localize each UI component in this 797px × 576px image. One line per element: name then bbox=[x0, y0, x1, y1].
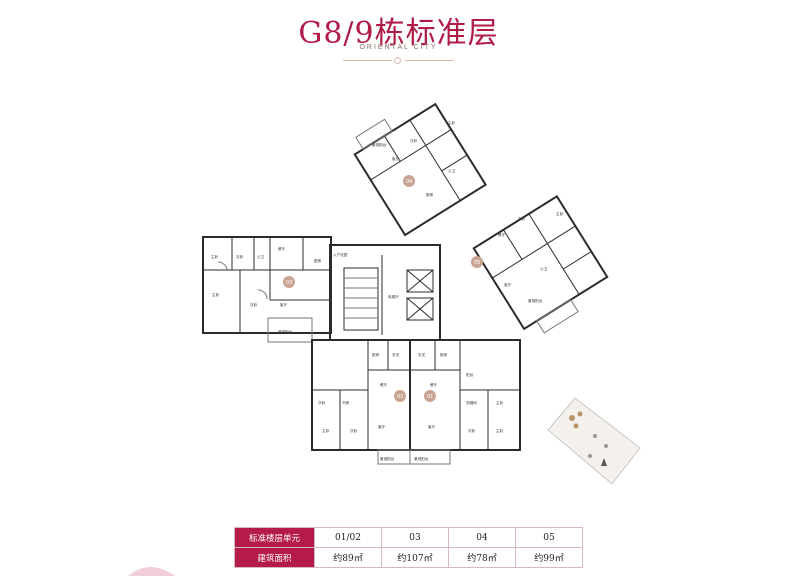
unit-number: 01 bbox=[427, 394, 433, 400]
table-row: 建筑面积 约89㎡ 约107㎡ 约78㎡ 约99㎡ bbox=[234, 547, 583, 568]
room-label: 公卫 bbox=[448, 168, 456, 173]
table-cell: 约78㎡ bbox=[448, 547, 516, 568]
room-label: 玄关 bbox=[418, 352, 426, 357]
room-label: 次卧 bbox=[350, 428, 358, 433]
room-label: 书房 bbox=[342, 400, 350, 405]
room-label: 景观阳台 bbox=[380, 456, 395, 461]
room-label: 餐厅 bbox=[278, 246, 286, 251]
north-arrow-icon bbox=[601, 458, 607, 466]
unit-number: 04 bbox=[406, 179, 412, 185]
table-cell: 约89㎡ bbox=[314, 547, 382, 568]
room-label: 主卧 bbox=[556, 211, 564, 216]
room-label: 主卧 bbox=[496, 400, 504, 405]
unit-badge bbox=[471, 256, 483, 268]
room-label: 厨房 bbox=[314, 258, 322, 263]
room-label: 公卫 bbox=[540, 266, 548, 271]
room-label: 阳台 bbox=[466, 372, 474, 377]
unit-number: 03 bbox=[286, 280, 292, 286]
table-cell: 03 bbox=[381, 527, 449, 548]
unit-02-walls bbox=[311, 339, 411, 465]
unit-05-walls bbox=[472, 195, 609, 334]
room-label: 景观阳台 bbox=[278, 329, 293, 334]
table-cell: 约107㎡ bbox=[381, 547, 449, 568]
table-cell: 05 bbox=[515, 527, 583, 548]
unit-badge bbox=[424, 390, 436, 402]
room-label: 餐厅 bbox=[380, 382, 388, 387]
room-label: 客厅 bbox=[280, 302, 288, 307]
room-label: 主卧 bbox=[322, 428, 330, 433]
room-label: 客厅 bbox=[378, 424, 386, 429]
room-label: 次卧 bbox=[518, 216, 526, 221]
room-label: 厨房 bbox=[372, 352, 380, 357]
unit-01-walls bbox=[409, 339, 521, 465]
table-cell: 01/02 bbox=[314, 527, 382, 548]
room-label: 衣帽间 bbox=[466, 400, 477, 405]
divider-left bbox=[343, 60, 392, 61]
unit-badge bbox=[283, 276, 295, 288]
room-label: 客厅 bbox=[392, 156, 400, 161]
room-label: 景观阳台 bbox=[414, 456, 429, 461]
room-label: 主卧 bbox=[211, 254, 219, 259]
table-cell: 04 bbox=[448, 527, 516, 548]
site-plan-thumbnail bbox=[547, 397, 641, 485]
room-label: 客厅 bbox=[504, 282, 512, 287]
room-label: 公卫 bbox=[257, 254, 265, 259]
unit-badge bbox=[394, 390, 406, 402]
room-label: 电梯厅 bbox=[388, 294, 399, 299]
room-label: 厨房 bbox=[440, 352, 448, 357]
room-label: 主卧 bbox=[448, 120, 456, 125]
divider-right bbox=[405, 60, 454, 61]
table-cell: 约99㎡ bbox=[515, 547, 583, 568]
table-row-header: 标准楼层单元 bbox=[234, 527, 315, 548]
room-label: 次卧 bbox=[318, 400, 326, 405]
room-label: 次卧 bbox=[410, 138, 418, 143]
divider-ornament bbox=[394, 57, 401, 64]
room-label: 餐厅 bbox=[498, 232, 506, 237]
room-label: 次卧 bbox=[468, 428, 476, 433]
core-walls bbox=[329, 244, 441, 341]
unit-03-walls bbox=[202, 236, 332, 343]
room-label: 玄关 bbox=[392, 352, 400, 357]
page-title: G8/9栋标准层 bbox=[298, 16, 499, 51]
room-label: 入户花园 bbox=[333, 252, 348, 257]
unit-04-walls bbox=[353, 102, 488, 237]
table-row-header: 建筑面积 bbox=[234, 547, 315, 568]
unit-number: 02 bbox=[397, 394, 403, 400]
room-label: 主卧 bbox=[212, 292, 220, 297]
room-label: 客厅 bbox=[428, 424, 436, 429]
room-label: 餐厅 bbox=[430, 382, 438, 387]
room-label: 主卧 bbox=[496, 428, 504, 433]
unit-badge bbox=[403, 175, 415, 187]
room-label: 景观阳台 bbox=[372, 142, 387, 147]
room-label: 厨房 bbox=[426, 192, 434, 197]
page-subtitle: ORIENTAL CITY bbox=[359, 44, 438, 51]
table-row: 标准楼层单元 01/02 03 04 05 bbox=[234, 527, 583, 548]
room-label: 景观阳台 bbox=[528, 298, 543, 303]
unit-area-table: 标准楼层单元 01/02 03 04 05 建筑面积 约89㎡ 约107㎡ 约7… bbox=[234, 527, 583, 568]
decorative-petal bbox=[128, 567, 175, 576]
room-label: 次卧 bbox=[236, 254, 244, 259]
unit-number: 05 bbox=[474, 260, 480, 266]
room-label: 次卧 bbox=[250, 302, 258, 307]
